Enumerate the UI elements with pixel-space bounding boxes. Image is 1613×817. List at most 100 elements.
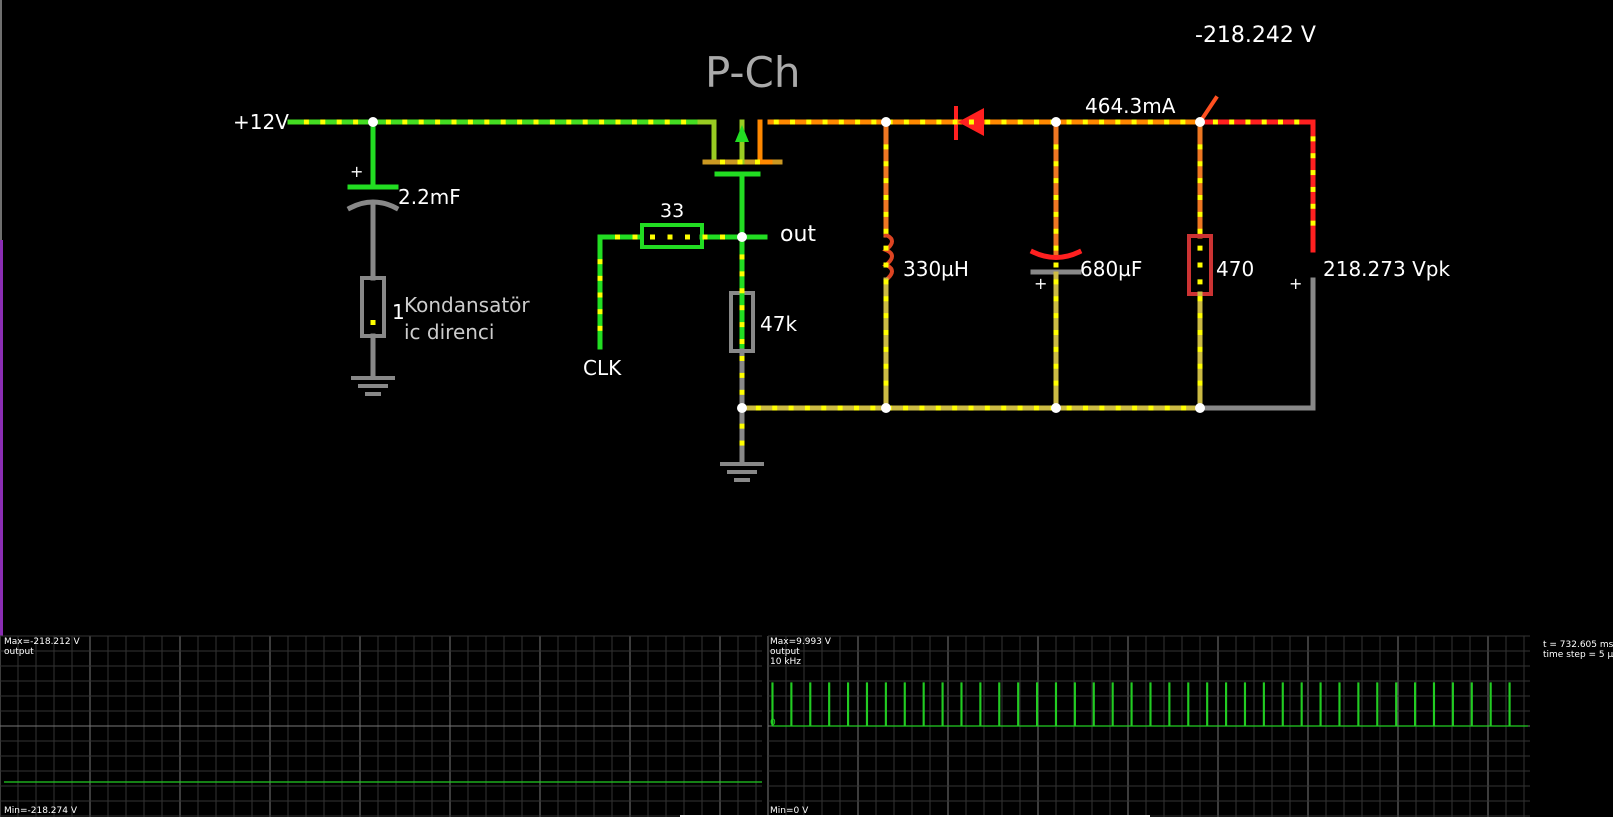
current-dot [648,119,654,125]
current-dot [1310,186,1316,192]
current-dot [883,363,889,369]
current-dot [883,178,889,184]
current-dot [1053,380,1059,386]
current-dot [435,119,441,125]
current-dot [664,119,670,125]
current-dot [1053,195,1059,200]
pulldown-res-label: 47k [760,312,798,336]
scope-left-min: Min=-218.274 V [4,806,77,816]
current-dot [1212,119,1218,125]
current-dot [883,245,889,251]
current-dot [920,119,926,125]
window-edge [0,0,2,240]
current-dot [533,119,539,125]
wire-clk[interactable] [597,234,643,350]
current-dot [871,119,877,125]
capacitor-680uF-plate-curved[interactable] [1029,248,1083,260]
wire-probe-return[interactable] [1197,277,1316,411]
current-dot [855,119,861,125]
current-dot [1197,313,1203,319]
current-dot [739,355,745,361]
circuit-canvas[interactable] [0,0,1600,630]
current-dot [1181,405,1187,411]
sim-time: t = 732.605 ms [1543,640,1613,650]
current-dot [883,195,889,200]
current-dot [1001,405,1007,411]
current-dot [739,423,745,429]
current-dot [788,405,794,411]
inductor-coil[interactable] [882,232,894,283]
current-dot [418,119,424,125]
node [1195,403,1205,413]
scope-left-max: Max=-218.212 V [4,637,80,647]
node [881,117,891,127]
scrollbar[interactable] [680,815,1150,817]
cap2-label: 680µF [1080,257,1143,281]
current-dot [883,330,889,335]
current-dot [467,119,473,125]
current-dot [806,119,812,125]
current-dot [1277,119,1283,125]
esr-note-line1: Kondansatör [404,293,530,317]
node [881,403,891,413]
current-dot [582,119,588,125]
capacitor-2200uF-plate-bottom[interactable] [346,199,400,212]
current-dot [737,159,743,165]
node [1051,117,1061,127]
current-dot [597,292,603,298]
current-dot [985,119,991,125]
current-dot [385,119,391,125]
scope-left-name: output [4,647,34,657]
current-dot [883,228,889,234]
current-dot [1310,203,1316,209]
current-dots [303,119,1316,446]
current-dot [1197,178,1203,184]
current-dot [597,309,603,315]
esr-value: 1 [392,300,405,324]
cap1-plus: + [350,162,364,181]
current-dot [632,234,638,240]
wire-mosfet-source-rail[interactable] [697,119,717,165]
current-dot [1001,119,1007,125]
current-dot [1197,296,1203,302]
scope-right[interactable]: Max=9.993 V output 10 kHz 0 Min=0 V [767,635,1530,817]
cap2-plus: + [1034,274,1048,293]
current-dot [1261,119,1267,125]
scope-left[interactable]: Max=-218.212 V output Min=-218.274 V [0,635,762,817]
current-dot [702,234,708,240]
current-dot [1132,405,1138,411]
current-dot [952,119,958,125]
current-dot [883,346,889,352]
current-dot [1197,228,1203,234]
mosfet-arrow-icon [735,125,749,142]
current-dot [739,389,745,395]
current-dot [1197,195,1203,200]
current-dot [370,320,376,325]
node [737,403,747,413]
current-dot [883,211,889,217]
ground-symbol-2 [720,462,764,482]
current-dot [1294,119,1300,125]
current-dot [615,119,621,125]
current-dot [615,234,620,240]
current-dot [739,271,745,277]
current-dot [837,405,843,411]
node [368,117,378,127]
current-dot [773,119,779,125]
current-dot [984,405,990,411]
wire-output-rail[interactable] [1197,119,1316,253]
clk-label: CLK [583,356,622,380]
current-dot [739,339,745,345]
supply-label: +12V [233,110,289,134]
current-dot [883,279,889,285]
current-dot [739,254,745,260]
current-dot [1034,119,1039,125]
current-dot [1017,119,1023,125]
resistor-esr-body[interactable] [360,276,386,338]
current-dot [1164,405,1170,411]
wire-mosfet-drain[interactable] [757,119,773,165]
current-readout: 464.3mA [1085,94,1176,118]
current-dot [821,405,827,411]
scope-left-grid [0,635,762,817]
current-dot [1053,330,1059,335]
